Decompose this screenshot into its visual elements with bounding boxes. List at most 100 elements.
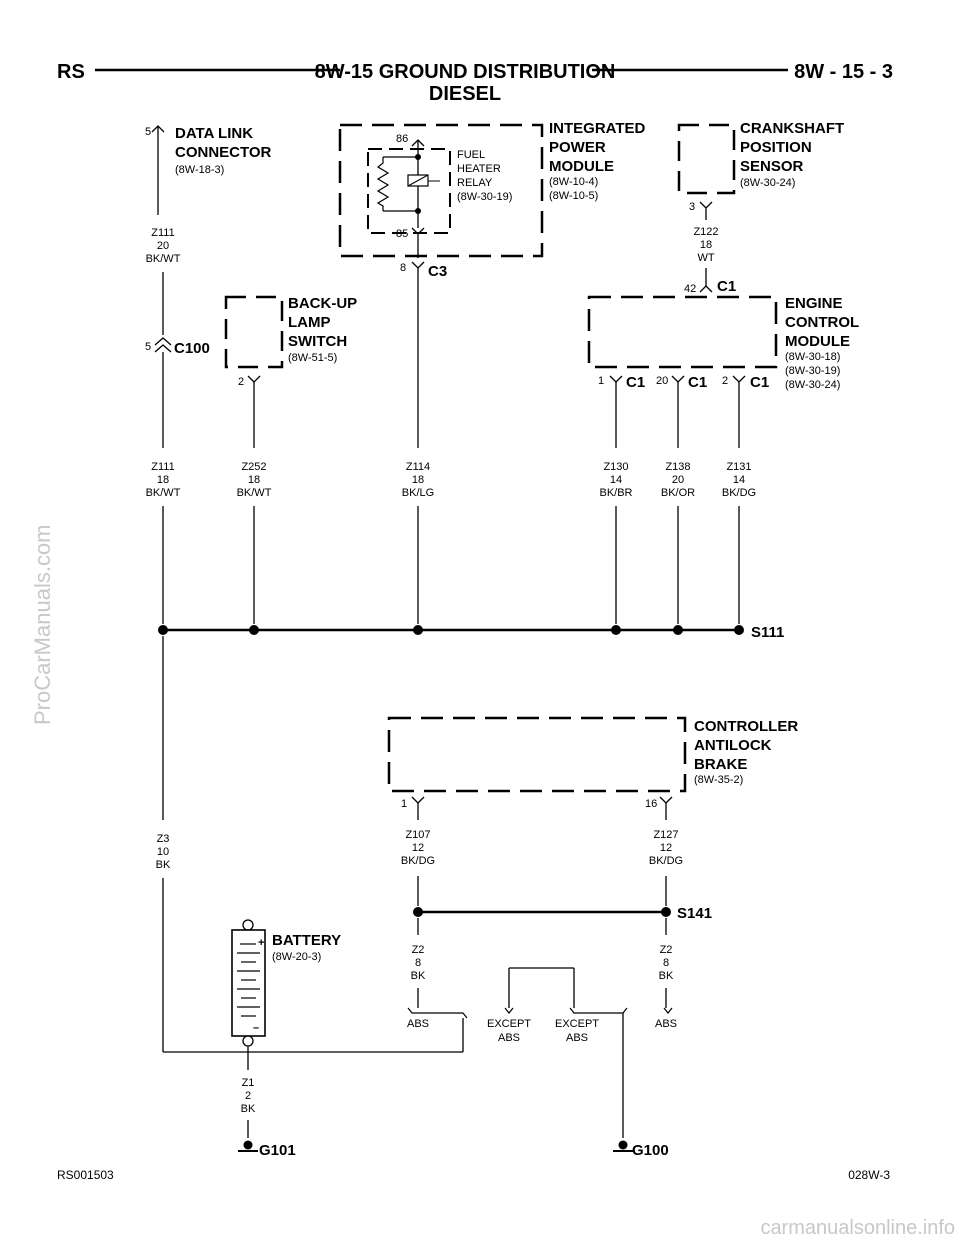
svg-text:BK/OR: BK/OR xyxy=(661,487,695,499)
svg-text:Z1: Z1 xyxy=(242,1077,255,1089)
header-title: 8W-15 GROUND DISTRIBUTION xyxy=(315,61,616,83)
svg-text:INTEGRATED: INTEGRATED xyxy=(549,120,646,137)
svg-text:Z114: Z114 xyxy=(406,461,430,473)
svg-text:Z131: Z131 xyxy=(726,461,751,473)
g100-label: G100 xyxy=(632,1142,669,1159)
svg-text:POWER: POWER xyxy=(549,139,606,156)
wire-label-z2-left: Z2 8 BK xyxy=(411,944,426,982)
svg-text:(8W-10-5): (8W-10-5) xyxy=(549,190,598,202)
svg-text:8: 8 xyxy=(415,957,421,969)
svg-text:Z2: Z2 xyxy=(660,944,673,956)
svg-text:CRANKSHAFT: CRANKSHAFT xyxy=(740,120,844,137)
svg-text:BK/DG: BK/DG xyxy=(401,855,435,867)
svg-text:BK/WT: BK/WT xyxy=(237,487,272,499)
svg-text:CONTROLLER: CONTROLLER xyxy=(694,718,798,735)
svg-text:2: 2 xyxy=(245,1090,251,1102)
svg-text:SENSOR: SENSOR xyxy=(740,158,804,175)
svg-text:BK/WT: BK/WT xyxy=(146,253,181,265)
data-link-connector: 5 DATA LINK CONNECTOR (8W-18-3) xyxy=(145,125,272,215)
svg-text:BK/DG: BK/DG xyxy=(722,487,756,499)
svg-text:Z107: Z107 xyxy=(405,829,430,841)
svg-text:ABS: ABS xyxy=(566,1032,588,1044)
svg-text:14: 14 xyxy=(733,474,745,486)
svg-text:C1: C1 xyxy=(750,374,769,391)
svg-text:8: 8 xyxy=(400,262,406,274)
svg-text:BK/LG: BK/LG xyxy=(402,487,434,499)
dlc-name-1: DATA LINK xyxy=(175,125,253,142)
svg-text:12: 12 xyxy=(412,842,424,854)
svg-text:20: 20 xyxy=(672,474,684,486)
svg-text:EXCEPT: EXCEPT xyxy=(487,1018,531,1030)
svg-text:Z3: Z3 xyxy=(157,833,170,845)
svg-text:CONTROL: CONTROL xyxy=(785,314,859,331)
svg-text:Z130: Z130 xyxy=(603,461,628,473)
side-watermark: ProCarManuals.com xyxy=(30,524,55,725)
bottom-watermark: carmanualsonline.info xyxy=(760,1217,955,1239)
option-jumpers: ABS EXCEPT ABS EXCEPT ABS ABS xyxy=(407,967,677,1138)
svg-text:ANTILOCK: ANTILOCK xyxy=(694,737,772,754)
wire-label-z138: Z138 20 BK/OR xyxy=(661,461,695,499)
svg-text:ABS: ABS xyxy=(498,1032,520,1044)
c3-label: C3 xyxy=(428,263,447,280)
svg-text:C1: C1 xyxy=(626,374,645,391)
svg-text:BK: BK xyxy=(241,1103,256,1115)
wire-label-z127: Z127 12 BK/DG xyxy=(649,829,683,867)
svg-text:BK: BK xyxy=(156,859,171,871)
wire-label-z107: Z107 12 BK/DG xyxy=(401,829,435,867)
svg-text:MODULE: MODULE xyxy=(549,158,614,175)
svg-text:Z111: Z111 xyxy=(151,461,174,473)
svg-text:+: + xyxy=(258,937,264,949)
controller-antilock-brake: CONTROLLER ANTILOCK BRAKE (8W-35-2) 1 16 xyxy=(387,716,798,810)
svg-text:WT: WT xyxy=(697,252,714,264)
c100-label: C100 xyxy=(174,340,210,357)
header-left: RS xyxy=(57,61,85,83)
svg-text:Z111: Z111 xyxy=(151,227,174,239)
svg-text:16: 16 xyxy=(645,798,657,810)
svg-text:(8W-10-4): (8W-10-4) xyxy=(549,176,598,188)
dlc-pin: 5 xyxy=(145,126,151,138)
dlc-ref: (8W-18-3) xyxy=(175,164,224,176)
wire-label-z1: Z1 2 BK xyxy=(241,1077,256,1115)
svg-text:Z127: Z127 xyxy=(653,829,678,841)
svg-text:(8W-30-24): (8W-30-24) xyxy=(740,177,795,189)
svg-text:18: 18 xyxy=(157,474,169,486)
svg-text:20: 20 xyxy=(157,240,169,252)
svg-text:18: 18 xyxy=(700,239,712,251)
wire-label-z2-right: Z2 8 BK xyxy=(659,944,674,982)
wire-label-z122: Z122 18 WT xyxy=(693,226,718,264)
s141-label: S141 xyxy=(677,905,712,922)
svg-text:2: 2 xyxy=(722,375,728,387)
svg-text:Z2: Z2 xyxy=(412,944,425,956)
svg-text:BACK-UP: BACK-UP xyxy=(288,295,357,312)
battery-label: BATTERY xyxy=(272,932,341,949)
svg-text:12: 12 xyxy=(660,842,672,854)
fuel-heater-relay: 86 FUEL HEATER RELAY (8W-30-19) 85 xyxy=(367,133,512,240)
svg-text:(8W-20-3): (8W-20-3) xyxy=(272,951,321,963)
svg-text:10: 10 xyxy=(157,846,169,858)
svg-text:LAMP: LAMP xyxy=(288,314,331,331)
connector-ecm-c1-top: 42 C1 xyxy=(684,278,736,295)
g101-label: G101 xyxy=(259,1142,296,1159)
footer-code: 028W-3 xyxy=(848,1168,890,1182)
ground-g100: G100 xyxy=(613,1140,669,1159)
svg-text:Z252: Z252 xyxy=(241,461,266,473)
svg-text:–: – xyxy=(253,1022,259,1034)
svg-text:2: 2 xyxy=(238,376,244,388)
svg-text:POSITION: POSITION xyxy=(740,139,812,156)
svg-text:14: 14 xyxy=(610,474,622,486)
svg-text:42: 42 xyxy=(684,283,696,295)
svg-text:85: 85 xyxy=(396,228,408,240)
svg-text:3: 3 xyxy=(689,201,695,213)
svg-text:BK/DG: BK/DG xyxy=(649,855,683,867)
wire-label-z114: Z114 18 BK/LG xyxy=(402,461,434,499)
svg-text:BK: BK xyxy=(411,970,426,982)
footer-figure-id: RS001503 xyxy=(57,1168,114,1182)
svg-text:BRAKE: BRAKE xyxy=(694,756,747,773)
svg-text:18: 18 xyxy=(248,474,260,486)
svg-text:Z138: Z138 xyxy=(665,461,690,473)
svg-text:(8W-30-24): (8W-30-24) xyxy=(785,379,840,391)
page-header: RS 8W-15 GROUND DISTRIBUTION DIESEL 8W -… xyxy=(57,61,893,105)
back-up-lamp-switch: BACK-UP LAMP SWITCH (8W-51-5) 2 xyxy=(224,295,357,388)
svg-text:20: 20 xyxy=(656,375,668,387)
